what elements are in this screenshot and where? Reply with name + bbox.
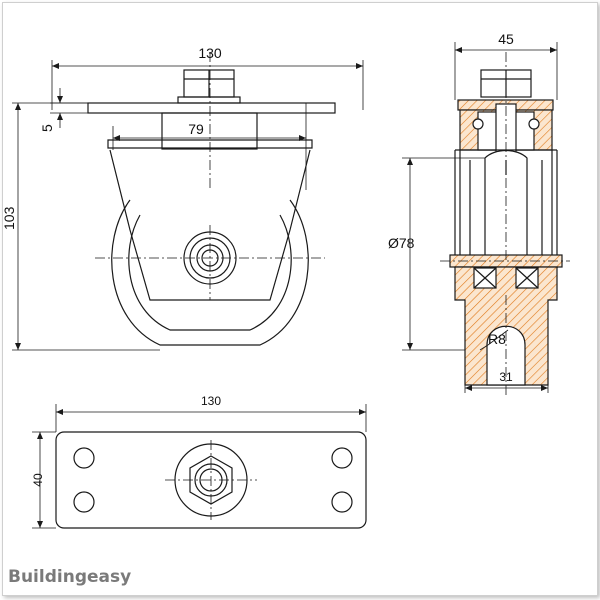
top-view-dimensions xyxy=(32,404,367,529)
front-view-centerlines xyxy=(95,52,325,300)
radius-label: R8 xyxy=(488,331,506,347)
tread-width-label: 31 xyxy=(499,370,513,384)
side-view-dimensions xyxy=(402,42,558,393)
top-width-label: 130 xyxy=(201,394,221,408)
side-width-label: 45 xyxy=(498,31,514,47)
height-label: 103 xyxy=(1,206,17,230)
plate-outline xyxy=(55,431,367,529)
boss-width-label: 79 xyxy=(188,121,204,137)
side-fork xyxy=(454,150,558,268)
front-view xyxy=(87,69,336,346)
mounting-hole xyxy=(331,491,353,513)
mounting-hole xyxy=(73,447,95,469)
mounting-hole xyxy=(73,491,95,513)
fork xyxy=(107,139,313,149)
side-view-centerlines xyxy=(440,52,570,395)
king-pin-boss xyxy=(161,112,258,150)
brand-logo: Buildingeasy xyxy=(8,567,131,587)
wheel xyxy=(111,199,309,346)
washer xyxy=(177,96,241,104)
front-width-label: 130 xyxy=(198,45,222,61)
plate-thickness-label: 5 xyxy=(39,124,55,132)
depth-label: 40 xyxy=(31,473,45,487)
diameter-label: Ø78 xyxy=(388,235,415,251)
top-view-centerlines xyxy=(165,440,257,520)
mounting-plate xyxy=(87,102,336,114)
mounting-hole xyxy=(331,447,353,469)
front-view-dimensions xyxy=(12,60,364,351)
